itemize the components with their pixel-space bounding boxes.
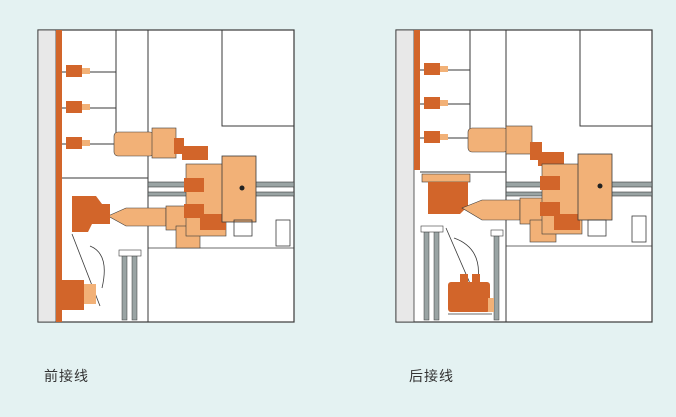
circuit-breaker [540,153,613,237]
caption-front-connection: 前接线 [44,369,89,385]
voltage-transformer [448,274,494,315]
rear-connection-diagram [394,28,662,328]
front-connection-diagram [36,28,304,328]
earthing-switch [118,249,142,321]
front-cable-apparatus [62,196,110,310]
side-wall [37,29,57,323]
upper-contact-arm [113,127,208,160]
frame-post [414,30,420,170]
rear-connection-housing [421,173,471,214]
frame-post [56,30,62,322]
caption-rear-connection: 后接线 [409,369,454,385]
lv-compartment [579,29,653,127]
circuit-breaker [184,155,257,237]
cable-terminals [420,63,506,143]
side-wall [395,29,415,323]
earthing-switch-secondary [490,229,504,321]
upper-contact-arm [467,125,564,166]
lv-compartment [221,29,295,127]
cable-terminals [62,65,148,149]
